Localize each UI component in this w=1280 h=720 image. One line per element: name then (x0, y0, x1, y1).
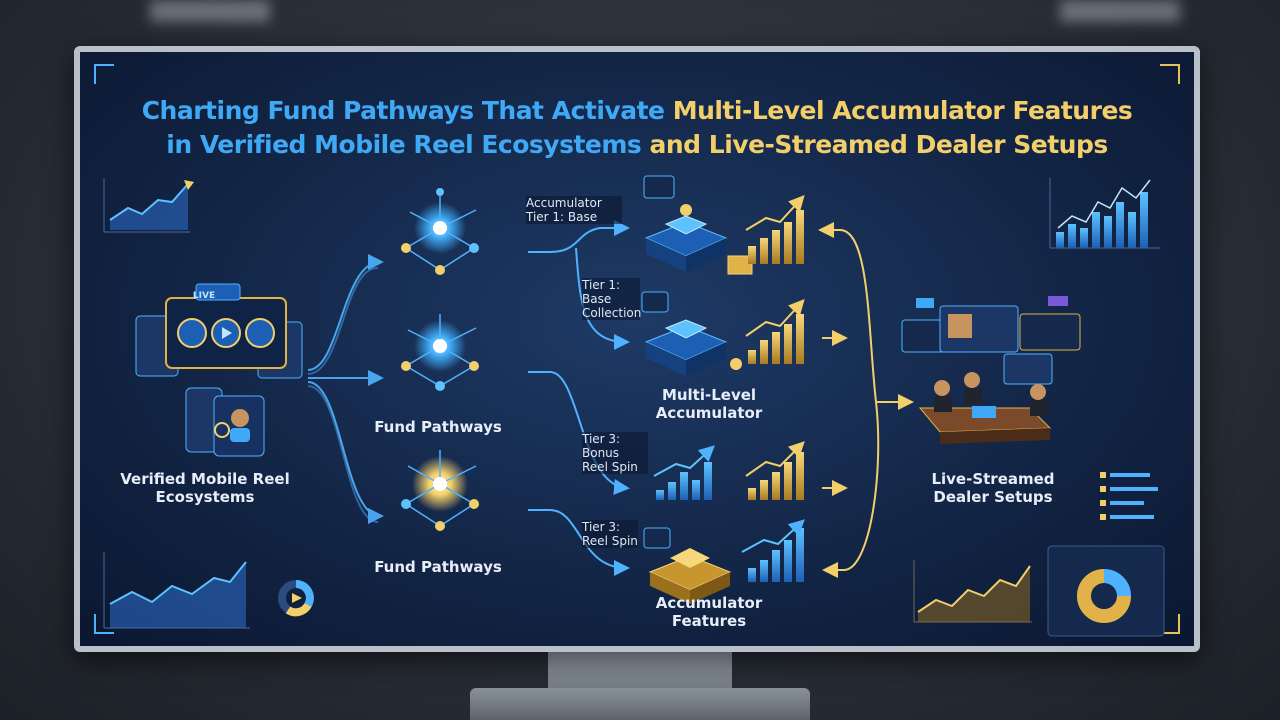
title-part: Multi-Level Accumulator Features (672, 96, 1133, 125)
growth-chart-tier1 (745, 195, 805, 264)
ceiling-light-right (1060, 0, 1180, 22)
title-part: in Verified Mobile Reel Ecosystems (166, 130, 650, 159)
donut-chart-bottom-left (278, 580, 314, 617)
node-label-fund-pathways-1: Fund Pathways (374, 418, 502, 436)
growth-chart-tier4 (741, 519, 805, 582)
fund-network-bottom (401, 450, 479, 531)
corner-bracket (94, 64, 114, 84)
node-label-accumulator-features: Accumulator Features (655, 594, 763, 630)
ceiling-light-left (150, 0, 270, 22)
diagram-canvas (103, 175, 1165, 637)
corner-bracket (1160, 614, 1180, 634)
title-line-1: Charting Fund Pathways That Activate Mul… (80, 94, 1194, 128)
mobile-to-fund-connectors (307, 254, 384, 524)
tier-label-1: Accumulator Tier 1: Base (526, 196, 622, 224)
growth-chart-tier3 (653, 441, 805, 500)
tier-label-3: Tier 3: Bonus Reel Spin (582, 432, 648, 474)
monitor-stand-base (470, 688, 810, 720)
node-label-fund-pathways-2: Fund Pathways (374, 558, 502, 576)
accumulator-stack-tier2 (641, 291, 742, 376)
tier-dealer-connectors (818, 222, 914, 578)
growth-chart-tier2 (745, 299, 805, 364)
title-part: and Live-Streamed Dealer Setups (649, 130, 1109, 159)
monitor-stand-neck (548, 652, 732, 692)
fund-network-middle (401, 314, 479, 391)
corner-bracket (1160, 64, 1180, 84)
accumulator-stack-gold (643, 527, 732, 604)
mini-area-chart-bottom-left (103, 552, 250, 629)
mini-line-chart-top-left (103, 178, 194, 233)
mobile-devices-illustration (135, 283, 303, 457)
mini-bar-chart-top-right (1049, 178, 1160, 249)
live-badge: LIVE (192, 291, 216, 301)
node-label-mobile: Verified Mobile Reel Ecosystems (120, 470, 290, 506)
corner-bracket (94, 614, 114, 634)
dealer-table-illustration (901, 296, 1081, 444)
title-line-2: in Verified Mobile Reel Ecosystems and L… (80, 128, 1194, 162)
legend-list-right (1100, 472, 1158, 520)
mini-line-chart-bottom-right (913, 560, 1032, 623)
accumulator-stack-tier1 (643, 175, 753, 275)
monitor: Charting Fund Pathways That Activate Mul… (74, 46, 1200, 652)
node-label-dealer: Live-Streamed Dealer Setups (931, 470, 1055, 506)
title-part: Charting Fund Pathways That Activate (141, 96, 673, 125)
page-title: Charting Fund Pathways That Activate Mul… (80, 94, 1194, 162)
screen: Charting Fund Pathways That Activate Mul… (80, 52, 1194, 646)
tier-label-2: Tier 1: Base Collection (582, 278, 642, 320)
node-label-multi-level: Multi-Level Accumulator (655, 386, 763, 422)
tier-label-4: Tier 3: Reel Spin (582, 520, 638, 548)
fund-network-top (401, 188, 479, 275)
donut-panel-bottom-right (1047, 545, 1165, 637)
